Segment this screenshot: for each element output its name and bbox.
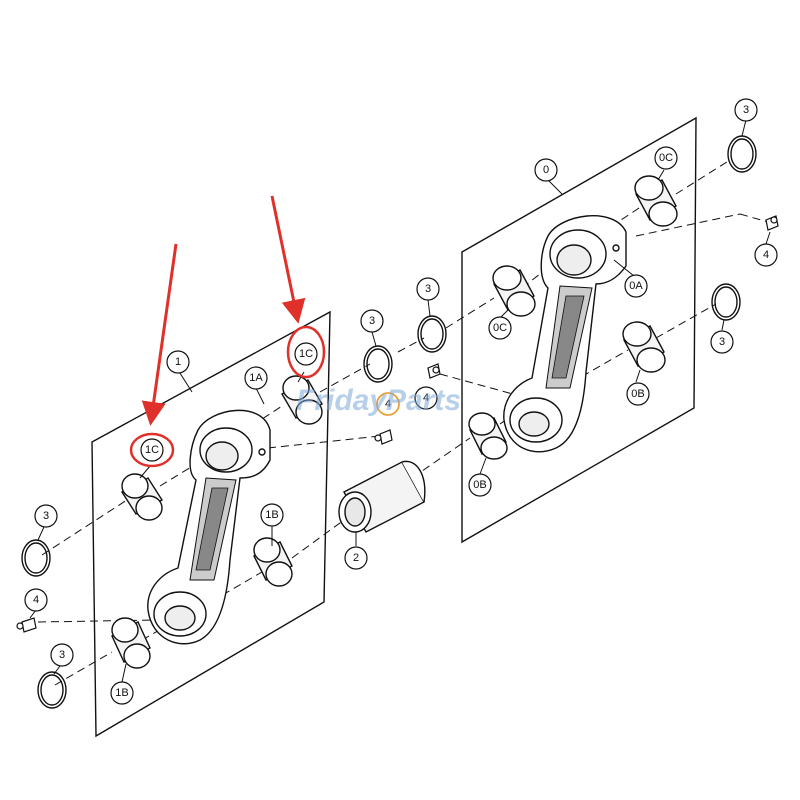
callout-0C-mid: 0C xyxy=(488,316,512,340)
bushing-0C-top xyxy=(634,175,678,227)
callout-label: 3 xyxy=(59,649,65,661)
callout-0A: 0A xyxy=(624,274,648,298)
callout-0B-right: 0B xyxy=(626,382,650,406)
callout-label: 1B xyxy=(115,687,128,699)
callout-label: 4 xyxy=(385,398,391,410)
bushing-1C-left xyxy=(121,473,163,521)
callout-label: 1 xyxy=(175,356,181,368)
callout-0B-left: 0B xyxy=(468,473,492,497)
callout-label: 3 xyxy=(719,336,725,348)
highlight-1C-left xyxy=(129,432,175,468)
assembly-panel-0 xyxy=(461,116,697,544)
callout-label: 1A xyxy=(249,372,263,384)
callout-3-d: 3 xyxy=(416,277,440,301)
callout-label: 4 xyxy=(33,594,39,606)
watermark-logo: FridayParts xyxy=(296,384,461,417)
bushing-0C-mid xyxy=(492,265,536,317)
callout-4-a: 4 xyxy=(24,588,48,612)
bushing-0B-right xyxy=(622,321,666,373)
callout-3-a: 3 xyxy=(34,504,58,528)
callout-label: 0B xyxy=(473,479,486,491)
callout-label: 0 xyxy=(543,164,549,176)
callout-4-d: 4 xyxy=(754,243,778,267)
callout-0C-top: 0C xyxy=(654,146,678,170)
callout-1B-top: 1B xyxy=(260,503,284,527)
connecting-rod-1A xyxy=(147,409,271,645)
callout-label: 0C xyxy=(659,152,673,164)
snap-rings xyxy=(21,135,757,709)
assembly-panel-1 xyxy=(91,310,331,738)
callout-1C-right: 1C xyxy=(294,342,318,366)
callout-label: 4 xyxy=(763,249,769,261)
callout-label: 1B xyxy=(265,509,278,521)
callout-label: 0A xyxy=(629,280,643,292)
callout-1C-left: 1C xyxy=(140,438,164,462)
callout-label: 2 xyxy=(353,552,359,564)
callout-0: 0 xyxy=(534,158,558,182)
callout-label: 3 xyxy=(743,104,749,116)
callout-1: 1 xyxy=(166,350,190,374)
callout-label: 0B xyxy=(631,388,644,400)
callout-4-b: 4 xyxy=(376,392,400,416)
callout-label: 3 xyxy=(369,315,375,327)
callout-label: 3 xyxy=(425,283,431,295)
red-arrow-right xyxy=(270,195,306,324)
callout-label: 1C xyxy=(145,444,159,456)
callout-label: 4 xyxy=(423,392,429,404)
bushing-0B-left xyxy=(468,412,508,460)
bushing-1B-top xyxy=(253,537,293,587)
highlight-1C-right xyxy=(286,325,326,379)
callout-3-b: 3 xyxy=(50,643,74,667)
piston-pin xyxy=(338,460,426,533)
callout-label: 1C xyxy=(299,348,313,360)
callout-3-c: 3 xyxy=(360,309,384,333)
red-arrow-left xyxy=(141,243,178,426)
bushing-1C-right xyxy=(281,375,323,425)
callout-1A: 1A xyxy=(244,366,268,390)
grease-fittings xyxy=(16,215,779,633)
callout-label: 0C xyxy=(493,322,507,334)
callout-1B-bottom: 1B xyxy=(110,681,134,705)
callout-2: 2 xyxy=(344,546,368,570)
callout-4-c: 4 xyxy=(414,386,438,410)
connecting-rod-0A xyxy=(503,215,627,453)
callout-label: 3 xyxy=(43,510,49,522)
bushing-1B-bottom xyxy=(111,617,151,669)
callout-3-f: 3 xyxy=(710,330,734,354)
callout-3-e: 3 xyxy=(734,98,758,122)
